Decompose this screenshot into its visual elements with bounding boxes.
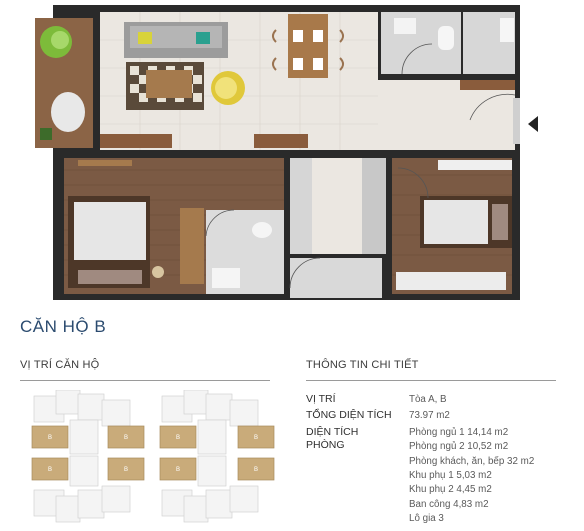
room-area-bedroom-2: Phòng ngủ 2 10,52 m2 [409,441,509,453]
unit-b-highlight [159,425,197,449]
unit-b-highlight [107,425,145,449]
unit-b-label: B [124,435,128,441]
kitchen [289,158,386,298]
unit-b-highlight [237,457,275,481]
unit-b-highlight [107,457,145,481]
details-divider [306,380,556,381]
details-table: VỊ TRÍ Tòa A, B TỔNG DIỆN TÍCH 73.97 m2 … [306,393,576,527]
room-area-living: Phòng khách, ăn, bếp 32 m2 [409,455,535,467]
detail-row-room-areas: DIỆN TÍCH PHÒNG Phòng ngủ 1 14,14 m2 Phò… [306,426,576,527]
unit-b-label: B [48,435,52,441]
bathroom-2 [205,209,284,294]
room-area-bedroom-1: Phòng ngủ 1 14,14 m2 [409,426,509,438]
bathroom-1 [381,12,515,75]
details-heading: THÔNG TIN CHI TIẾT [306,359,419,371]
unit-b-highlight [159,457,197,481]
unit-b-label: B [254,435,258,441]
location-divider [20,380,270,381]
unit-b-highlight [237,425,275,449]
detail-value: 73.97 m2 [409,410,450,422]
room-area-service-1: Khu phụ 1 5,03 m2 [409,470,492,482]
unit-b-label: B [254,467,258,473]
detail-value: Tòa A, B [409,394,447,405]
unit-b-label: B [176,435,180,441]
room-area-balcony: Ban công 4,83 m2 [409,498,489,510]
detail-label-line: DIỆN TÍCH [306,425,359,438]
detail-label: DIỆN TÍCH PHÒNG [306,426,401,452]
unit-b-highlight [31,425,69,449]
detail-label: VỊ TRÍ [306,393,336,405]
location-heading: VỊ TRÍ CĂN HỘ [20,359,100,371]
entrance-arrow-icon [528,116,538,132]
detail-row-location: VỊ TRÍ Tòa A, B [306,393,576,407]
unit-b-label: B [124,467,128,473]
detail-label: TỔNG DIỆN TÍCH [306,409,392,422]
detail-label-line: PHÒNG [306,438,345,451]
detail-row-total-area: TỔNG DIỆN TÍCH 73.97 m2 [306,409,576,423]
floor-plan [35,5,538,300]
apartment-title: CĂN HỘ B [20,317,107,336]
unit-b-label: B [176,467,180,473]
balcony [35,18,93,148]
location-map: B B B B B B B B [31,390,275,523]
unit-b-label: B [48,467,52,473]
room-area-loggia: Lô gia 3 [409,513,444,525]
bedroom-2 [392,158,512,294]
living-room [100,12,520,150]
room-area-service-2: Khu phụ 2 4,45 m2 [409,484,492,496]
unit-b-highlight [31,457,69,481]
